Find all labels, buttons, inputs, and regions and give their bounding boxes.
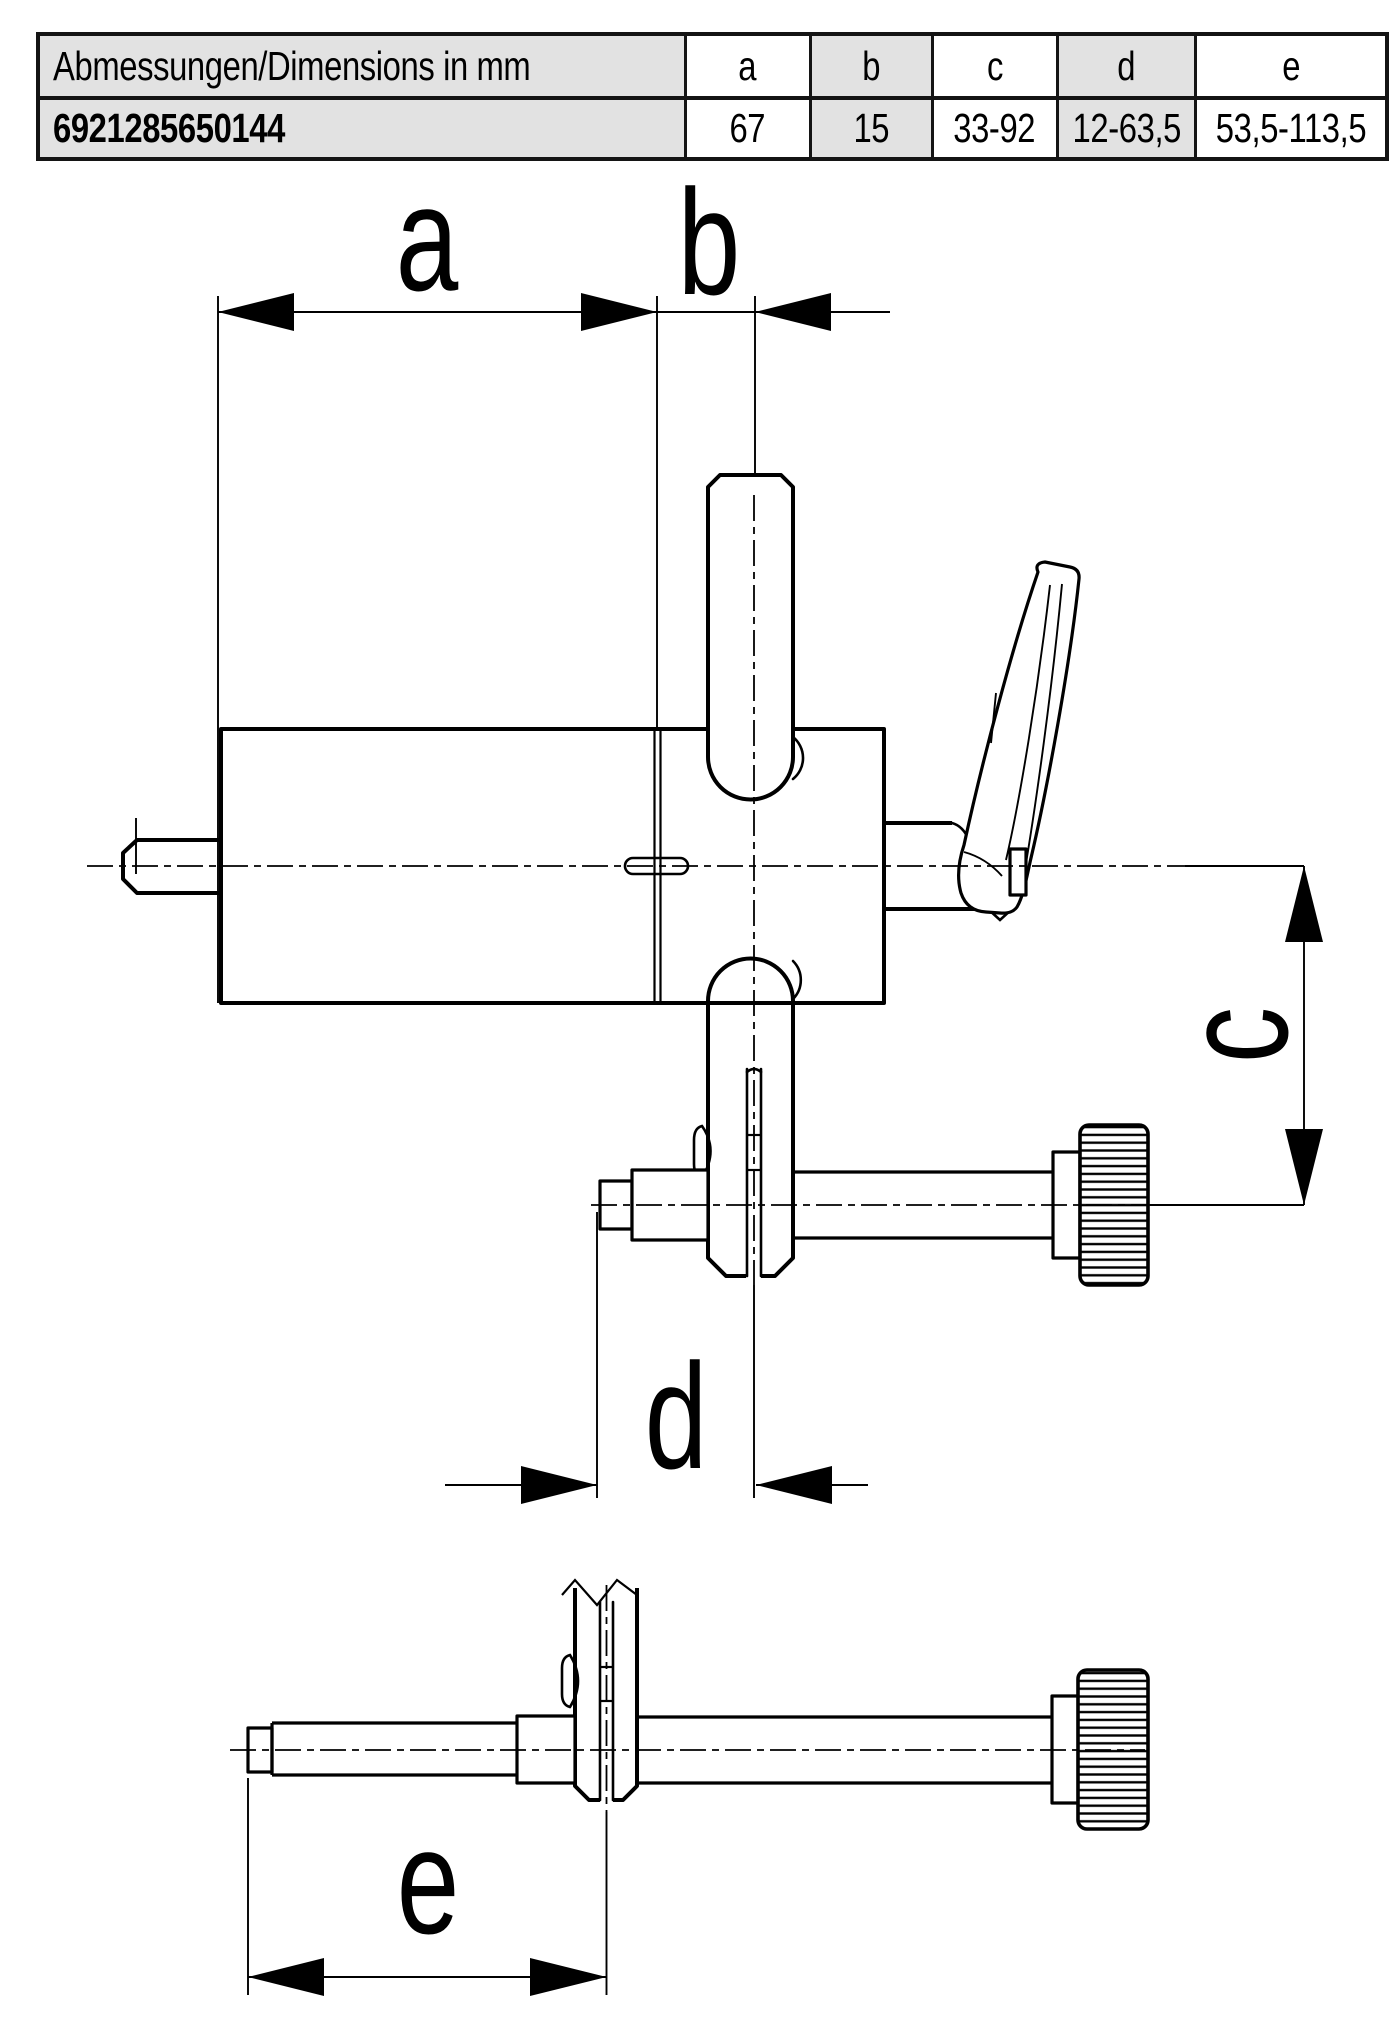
dim-label-b: b xyxy=(678,159,741,326)
dimensions-table: Abmessungen/Dimensions in mm a b c d e 6… xyxy=(36,32,1390,161)
lever-contour-1 xyxy=(1005,584,1051,861)
arrow-d-left xyxy=(521,1466,597,1504)
lever-boss-arc xyxy=(963,851,1003,877)
table-value-row: 6921285650144 67 15 33-92 12-63,5 53,5-1… xyxy=(36,96,1389,161)
table-header-row: Abmessungen/Dimensions in mm a b c d e xyxy=(36,32,1389,100)
lever-contour-2 xyxy=(1023,583,1063,876)
header-col-e: e xyxy=(1194,32,1389,100)
header-col-b: b xyxy=(808,32,934,100)
header-label: Abmessungen/Dimensions in mm xyxy=(53,42,531,89)
vertical-stud xyxy=(706,473,795,802)
dim-label-e: e xyxy=(397,1798,460,1965)
bottom-view: e xyxy=(230,1578,1150,1996)
part-number: 6921285650144 xyxy=(53,105,285,151)
part-number-cell: 6921285650144 xyxy=(36,96,687,161)
clamp-lever xyxy=(957,560,1081,915)
dimension-a-b: a b xyxy=(217,155,890,1003)
dim-label-a: a xyxy=(396,155,459,322)
header-col-a: a xyxy=(683,32,812,100)
value-b: 15 xyxy=(808,96,934,161)
dimension-c: c xyxy=(1152,866,1323,1205)
header-label-cell: Abmessungen/Dimensions in mm xyxy=(36,32,687,100)
bottom-spring-tab xyxy=(560,1653,580,1709)
lower-bore-arch xyxy=(706,956,795,1002)
lever-contour-3 xyxy=(990,692,997,744)
arrow-c-top xyxy=(1285,866,1323,942)
main-view: a b c d xyxy=(87,155,1323,1504)
header-col-d: d xyxy=(1055,32,1198,100)
arrow-d-right xyxy=(756,1466,832,1504)
clamp-arm xyxy=(706,1003,795,1278)
header-col-c: c xyxy=(930,32,1059,100)
dimension-e: e xyxy=(247,1778,608,1996)
value-c: 33-92 xyxy=(930,96,1059,161)
arrow-a-left xyxy=(218,293,294,331)
arrow-e-right xyxy=(530,1958,607,1996)
dim-label-d: d xyxy=(645,1333,708,1500)
arrow-b-right xyxy=(755,293,831,331)
bottom-clamp-arm xyxy=(573,1588,639,1802)
arrow-e-left xyxy=(248,1958,324,1996)
value-e: 53,5-113,5 xyxy=(1194,96,1389,161)
dim-label-c: c xyxy=(1152,1007,1319,1063)
lever-end-cap xyxy=(1008,847,1028,897)
break-zigzag xyxy=(561,1578,638,1607)
stud-bore-arc-lower xyxy=(791,959,803,1001)
value-d: 12-63,5 xyxy=(1055,96,1198,161)
bottom-rod xyxy=(270,1721,517,1777)
arrow-a-right xyxy=(581,293,657,331)
arrow-c-bottom xyxy=(1285,1129,1323,1205)
value-a: 67 xyxy=(683,96,812,161)
left-shaft-stub xyxy=(121,838,223,895)
stud-bore-arc-upper xyxy=(791,735,805,781)
dimension-d: d xyxy=(445,1212,868,1504)
